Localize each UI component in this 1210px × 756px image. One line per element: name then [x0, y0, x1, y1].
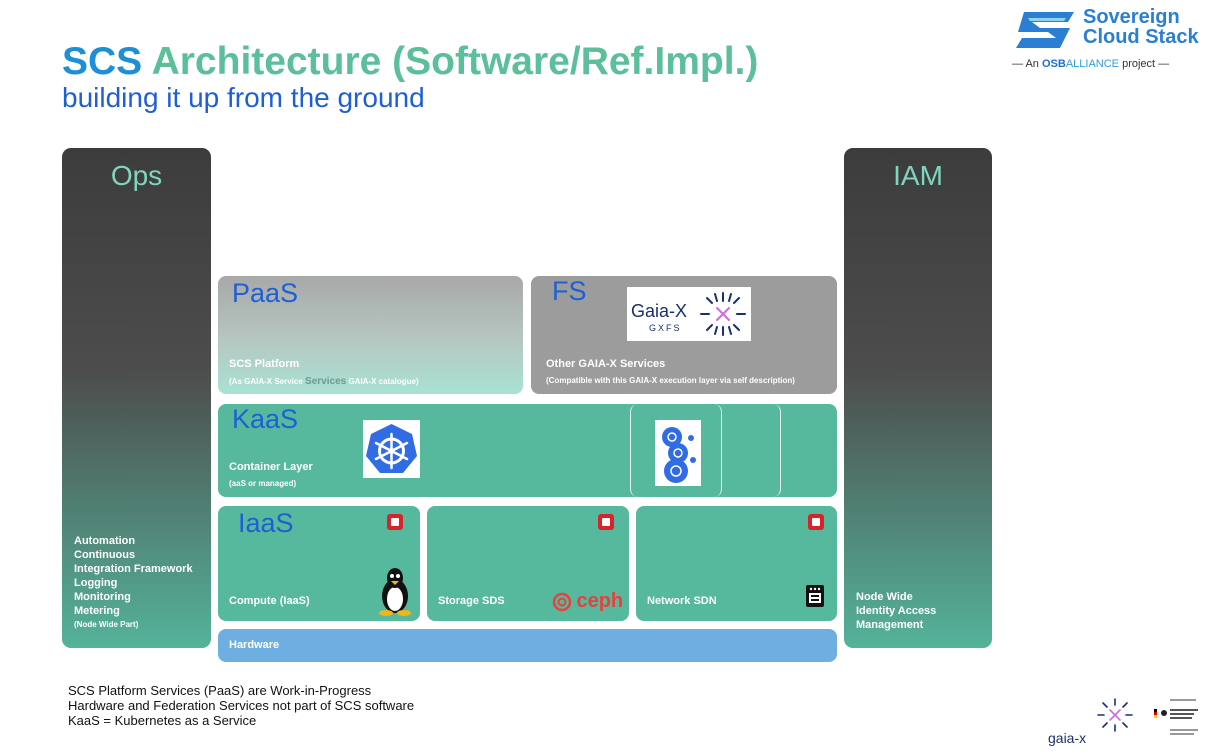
scs-logo	[1010, 8, 1080, 52]
kubernetes-icon	[366, 424, 417, 473]
fs-block: FS Gaia-X GXFS Other GAIA-X Services (Co…	[531, 276, 837, 394]
iam-pillar: IAM Node Wide Identity Access Management	[844, 148, 992, 648]
iam-item: Node Wide	[856, 591, 913, 603]
fs-label: FS	[552, 276, 587, 306]
iaas-compute-block: IaaS Compute (IaaS)	[218, 506, 420, 621]
gaia-x-burst-icon	[700, 292, 746, 336]
ops-item: Logging	[74, 577, 118, 589]
page-subtitle: building it up from the ground	[62, 82, 425, 113]
footnote: SCS Platform Services (PaaS) are Work-in…	[68, 683, 372, 698]
hardware-text: Hardware	[229, 639, 280, 651]
footnote: KaaS = Kubernetes as a Service	[68, 713, 257, 728]
iam-title: IAM	[893, 160, 943, 191]
logo-line-2: Cloud Stack	[1083, 26, 1199, 48]
gaia-x-logo-sub: GXFS	[649, 323, 682, 333]
iaas-storage-block: Storage SDS ceph	[427, 506, 629, 621]
iaas-network-block: Network SDN	[636, 506, 837, 621]
ceph-logo: ceph	[552, 590, 623, 613]
ops-item: Integration Framework	[74, 563, 193, 575]
paas-text: SCS Platform	[229, 358, 300, 370]
hardware-block: Hardware	[218, 629, 837, 662]
federal-ministry-logo-icon	[1154, 699, 1198, 735]
fs-text: Other GAIA-X Services	[546, 358, 666, 370]
openstack-icon	[808, 514, 824, 530]
page-title: SCS Architecture (Software/Ref.Impl.)	[62, 40, 759, 83]
footnote: Hardware and Federation Services not par…	[68, 698, 415, 713]
bmwk-logo	[1152, 697, 1202, 737]
compute-text: Compute (IaaS)	[229, 595, 310, 607]
gaia-x-bottom-text: gaia-x	[1048, 730, 1087, 746]
ops-title: Ops	[110, 160, 163, 191]
ops-item: Continuous	[74, 549, 136, 561]
kaas-small: (aaS or managed)	[229, 479, 297, 488]
tux-icon	[379, 568, 411, 616]
kaas-text: Container Layer	[229, 461, 313, 473]
ops-note: (Node Wide Part)	[74, 620, 139, 629]
gaia-x-logo-text: Gaia-X	[631, 301, 688, 321]
iam-item: Identity Access	[856, 605, 937, 617]
openstack-icon	[598, 514, 614, 530]
ops-items: Automation Continuous Integration Framew…	[74, 534, 193, 629]
gaia-x-logo: Gaia-X GXFS	[627, 287, 751, 341]
kubernetes-helm-logo	[655, 420, 701, 486]
kaas-divider-2	[720, 404, 781, 497]
iam-item: Management	[856, 619, 924, 631]
ovs-switch-icon	[805, 584, 825, 613]
ops-item: Monitoring	[74, 591, 131, 603]
fs-small: (Compatible with this GAIA-X execution l…	[546, 376, 795, 385]
linux-tux-icon	[377, 566, 413, 621]
kaas-divider-1	[630, 404, 722, 497]
storage-text: Storage SDS	[438, 595, 505, 607]
paas-label: PaaS	[232, 278, 299, 308]
ops-item: Metering	[74, 605, 120, 617]
network-text: Network SDN	[647, 595, 717, 607]
kaas-label: KaaS	[232, 404, 299, 434]
kaas-block: KaaS Container Layer (aaS or managed)	[218, 404, 837, 497]
logo-line-1: Sovereign	[1083, 6, 1180, 28]
paas-block: PaaS SCS Platform (As GAIA-X Service Ser…	[218, 276, 523, 394]
paas-small: (As GAIA-X Service Services GAIA-X catal…	[229, 376, 419, 387]
ops-pillar: Ops Automation Continuous Integration Fr…	[62, 148, 211, 648]
logo-subline: — An OSBALLIANCE project —	[1012, 58, 1170, 70]
ceph-text: ceph	[576, 590, 624, 612]
kubernetes-logo	[363, 420, 420, 478]
network-switch-icon	[806, 585, 824, 607]
gaia-x-burst-icon	[1097, 698, 1133, 732]
iam-items: Node Wide Identity Access Management	[856, 590, 936, 632]
iaas-label: IaaS	[238, 508, 294, 538]
scs-logo-icon	[1016, 12, 1074, 48]
ceph-icon	[552, 592, 572, 611]
openstack-icon	[387, 514, 403, 530]
ops-item: Automation	[74, 535, 136, 547]
gaia-x-bottom-logo	[1090, 697, 1140, 738]
kubernetes-helm-icon	[662, 427, 696, 483]
